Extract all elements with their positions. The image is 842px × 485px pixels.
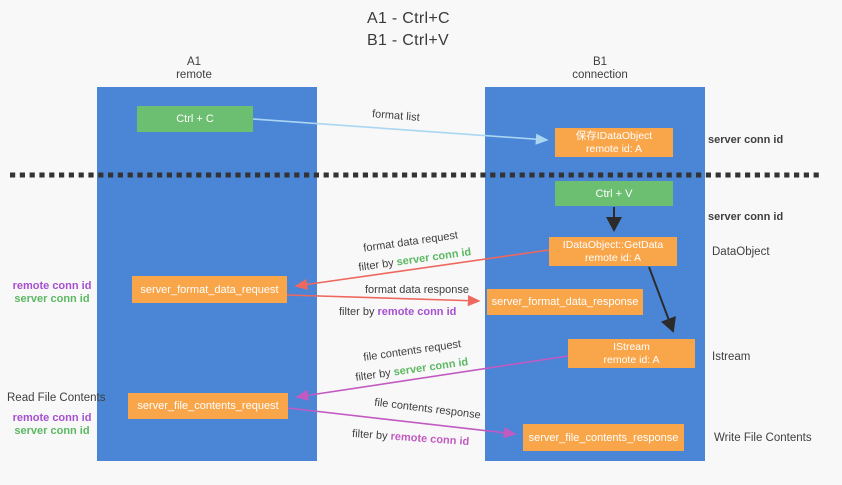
server-conn-id-annotation-top: server conn id [708,134,784,146]
server-format-data-request-label: server_format_data_request [140,283,279,296]
file-contents-request-arrow [295,355,569,401]
lane-header-b1: B1 connection [545,56,655,82]
istream-line1: IStream [613,340,650,353]
write-file-contents-label: Write File Contents [714,432,812,444]
lane-header-a1: A1 remote [139,56,249,82]
getdata-to-istream-arrow [648,266,676,333]
save-idataobject-line1: 保存IDataObject [575,129,653,142]
save-idataobject-node: 保存IDataObject remote id: A [555,128,673,157]
server-conn-id-annotation-mid: server conn id [708,211,784,223]
left-conn-id-block-2: remote conn id server conn id [10,412,94,437]
ctrl-v-label: Ctrl + V [595,187,633,200]
save-idataobject-line2: remote id: A [585,142,643,155]
remote-conn-id-annotation: remote conn id [12,412,92,424]
format-data-response-label: format data response [365,284,469,296]
istream-node: IStream remote id: A [568,339,695,368]
idataobject-getdata-node: IDataObject::GetData remote id: A [549,237,677,266]
server-format-data-response-label: server_format_data_response [491,296,639,308]
lane-b1-name: B1 [592,56,608,68]
dataobject-label: DataObject [712,246,770,258]
file-contents-response-arrow [287,407,517,439]
diagram-title: A1 - Ctrl+C B1 - Ctrl+V [367,8,450,52]
title-line-2: B1 - Ctrl+V [367,32,449,49]
lane-a1-role: remote [176,69,212,81]
lane-a1-name: A1 [186,56,202,68]
server-file-contents-response-label: server_file_contents_response [528,431,679,444]
title-line-1: A1 - Ctrl+C [367,10,450,27]
getdata-line2: remote id: A [584,251,642,264]
server-file-contents-request-node: server_file_contents_request [128,393,288,419]
remote-conn-id-text: remote conn id [377,306,457,318]
server-conn-id-annotation: server conn id [14,292,90,305]
server-file-contents-request-label: server_file_contents_request [137,400,279,412]
ctrl-c-node: Ctrl + C [137,106,253,132]
filter-by-text: filter by [339,306,378,318]
server-file-contents-response-node: server_file_contents_response [523,424,684,451]
ctrl-c-label: Ctrl + C [176,113,214,125]
istream-line2: remote id: A [603,353,660,366]
format-data-response-filter-label: filter by remote conn id [339,306,456,318]
server-format-data-request-node: server_format_data_request [132,276,287,303]
format-list-arrow [252,118,549,145]
getdata-line1: IDataObject::GetData [562,238,664,251]
format-data-request-arrow [294,249,550,290]
read-file-contents-label: Read File Contents [7,392,106,404]
server-format-data-response-node: server_format_data_response [487,289,643,315]
istream-side-label: Istream [712,351,751,363]
left-conn-id-block-1: remote conn id server conn id [10,280,94,305]
server-conn-id-annotation: server conn id [14,424,90,437]
remote-conn-id-annotation: remote conn id [12,280,92,292]
ctrl-v-node: Ctrl + V [555,181,673,206]
format-data-response-arrow [286,294,481,307]
lane-b1-role: connection [572,69,628,81]
